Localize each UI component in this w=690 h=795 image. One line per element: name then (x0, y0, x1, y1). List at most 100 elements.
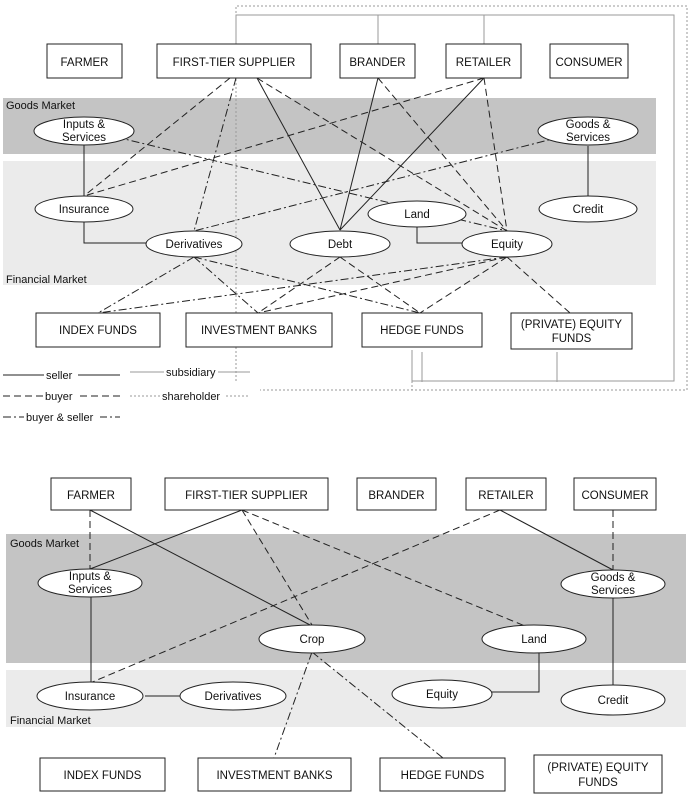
bottom-node-derivatives-label: Derivatives (205, 691, 262, 703)
top-fund-hedge-funds: HEDGE FUNDS (361, 312, 483, 348)
top-node-credit: Credit (538, 195, 638, 223)
top-node-debt-label: Debt (328, 239, 353, 251)
top-node-insurance: Insurance (34, 195, 134, 223)
bottom-node-crop-label: Crop (300, 634, 325, 646)
top-fund-index-funds: INDEX FUNDS (35, 312, 161, 348)
bottom-actor-consumer-label: CONSUMER (581, 490, 648, 502)
bottom-node-land: Land (481, 624, 587, 654)
legend-subsidiary: subsidiary (130, 365, 250, 379)
bottom-node-land-label: Land (521, 634, 547, 646)
bottom-fund-private-equity: (PRIVATE) EQUITY FUNDS (533, 754, 663, 794)
bottom-actor-farmer: FARMER (50, 477, 132, 511)
bottom-fund-hedge-funds: HEDGE FUNDS (379, 757, 506, 792)
bottom-node-inputs-services-line2: Services (68, 584, 112, 596)
bottom-node-insurance: Insurance (36, 681, 144, 711)
top-actor-consumer-label: CONSUMER (555, 57, 622, 69)
top-actor-farmer: FARMER (46, 43, 123, 79)
top-legend: seller buyer buyer & seller subsidiary s (3, 365, 250, 424)
top-financial-market-zone (3, 161, 656, 285)
top-fund-investment-banks: INVESTMENT BANKS (185, 312, 333, 348)
bottom-node-goods-services-line2: Services (591, 585, 635, 597)
bottom-fund-investment-banks-label: INVESTMENT BANKS (216, 770, 332, 782)
bottom-node-equity: Equity (391, 679, 493, 709)
top-actor-consumer: CONSUMER (549, 43, 629, 79)
top-actor-first-tier-supplier-label: FIRST-TIER SUPPLIER (173, 57, 296, 69)
bottom-node-inputs-services-line1: Inputs & (69, 571, 112, 583)
bottom-fund-investment-banks: INVESTMENT BANKS (197, 757, 352, 792)
legend-shareholder-label: shareholder (162, 391, 220, 403)
bottom-node-credit-label: Credit (598, 695, 629, 707)
top-actor-farmer-label: FARMER (61, 57, 109, 69)
bottom-actor-retailer-label: RETAILER (478, 490, 533, 502)
top-node-equity: Equity (461, 230, 553, 258)
top-dash-lines (83, 77, 571, 314)
top-fund-private-equity: (PRIVATE) EQUITY FUNDS (510, 312, 633, 350)
bottom-node-crop: Crop (258, 624, 366, 654)
top-actor-retailer: RETAILER (445, 43, 522, 79)
legend-seller-label: seller (46, 370, 73, 382)
top-fund-index-funds-label: INDEX FUNDS (59, 325, 137, 337)
legend-shareholder: shareholder (130, 389, 250, 403)
top-node-goods-services-line2: Services (566, 132, 610, 144)
top-node-credit-label: Credit (573, 204, 604, 216)
legend-buyer-seller-label: buyer & seller (26, 412, 94, 424)
legend-buyer: buyer (3, 389, 120, 403)
bottom-node-credit: Credit (560, 684, 666, 716)
bottom-actor-retailer: RETAILER (465, 477, 547, 511)
top-node-land-label: Land (404, 209, 430, 221)
bottom-fund-hedge-funds-label: HEDGE FUNDS (401, 770, 485, 782)
top-subsidiary-frame-line (235, 14, 675, 382)
top-node-debt: Debt (289, 230, 391, 258)
bottom-dash-lines (89, 509, 614, 684)
bottom-node-insurance-label: Insurance (65, 691, 116, 703)
bottom-node-goods-services: Goods & Services (560, 569, 666, 599)
top-solid-lines (83, 77, 589, 244)
top-goods-market-label: Goods Market (6, 100, 75, 112)
top-dashdot-lines (97, 77, 561, 314)
top-node-land: Land (367, 200, 467, 228)
top-node-equity-label: Equity (491, 239, 523, 251)
bottom-solid-lines (89, 509, 614, 697)
top-node-inputs-services: Inputs & Services (33, 116, 135, 146)
top-fund-hedge-funds-label: HEDGE FUNDS (380, 325, 464, 337)
top-node-derivatives: Derivatives (145, 230, 243, 258)
bottom-fund-private-equity-line1: (PRIVATE) EQUITY (547, 762, 648, 774)
top-financial-market-label: Financial Market (6, 274, 87, 286)
bottom-node-derivatives: Derivatives (179, 681, 287, 711)
bottom-actor-first-tier-supplier-label: FIRST-TIER SUPPLIER (185, 490, 308, 502)
bottom-fund-private-equity-line2: FUNDS (578, 777, 618, 789)
top-node-insurance-label: Insurance (59, 204, 110, 216)
bottom-diagram: Goods Market Financial Market FARMER (6, 477, 686, 794)
top-actor-retailer-label: RETAILER (456, 57, 511, 69)
bottom-actor-consumer: CONSUMER (573, 477, 657, 511)
bottom-node-inputs-services: Inputs & Services (37, 568, 143, 598)
top-subsidiary-fund-links (421, 352, 558, 382)
top-fund-private-equity-line1: (PRIVATE) EQUITY (521, 319, 622, 331)
top-actor-first-tier-supplier: FIRST-TIER SUPPLIER (156, 43, 312, 79)
top-fund-investment-banks-label: INVESTMENT BANKS (201, 325, 317, 337)
legend-seller: seller (3, 368, 120, 382)
top-node-inputs-services-line2: Services (62, 132, 106, 144)
top-node-goods-services: Goods & Services (537, 116, 639, 146)
legend-buyer-seller: buyer & seller (3, 410, 120, 424)
bottom-actor-brander-label: BRANDER (368, 490, 424, 502)
legend-buyer-label: buyer (45, 391, 73, 403)
bottom-node-equity-label: Equity (426, 689, 458, 701)
top-actor-brander: BRANDER (339, 43, 416, 79)
top-node-derivatives-label: Derivatives (166, 239, 223, 251)
top-node-inputs-services-line1: Inputs & (63, 119, 106, 131)
bottom-actor-first-tier-supplier: FIRST-TIER SUPPLIER (164, 477, 329, 511)
bottom-financial-market-label: Financial Market (10, 715, 91, 727)
bottom-fund-index-funds: INDEX FUNDS (39, 757, 166, 792)
bottom-actor-farmer-label: FARMER (67, 490, 115, 502)
bottom-goods-market-label: Goods Market (10, 538, 79, 550)
top-shareholder-frame-line (235, 5, 688, 391)
top-actor-brander-label: BRANDER (349, 57, 405, 69)
top-node-goods-services-line1: Goods & (566, 119, 611, 131)
bottom-dashdot-lines (273, 651, 444, 759)
top-subsidiary-drops (377, 15, 485, 44)
top-fund-private-equity-line2: FUNDS (552, 333, 592, 345)
bottom-node-goods-services-line1: Goods & (591, 572, 636, 584)
top-diagram: Goods Market Financial Market (3, 5, 688, 424)
